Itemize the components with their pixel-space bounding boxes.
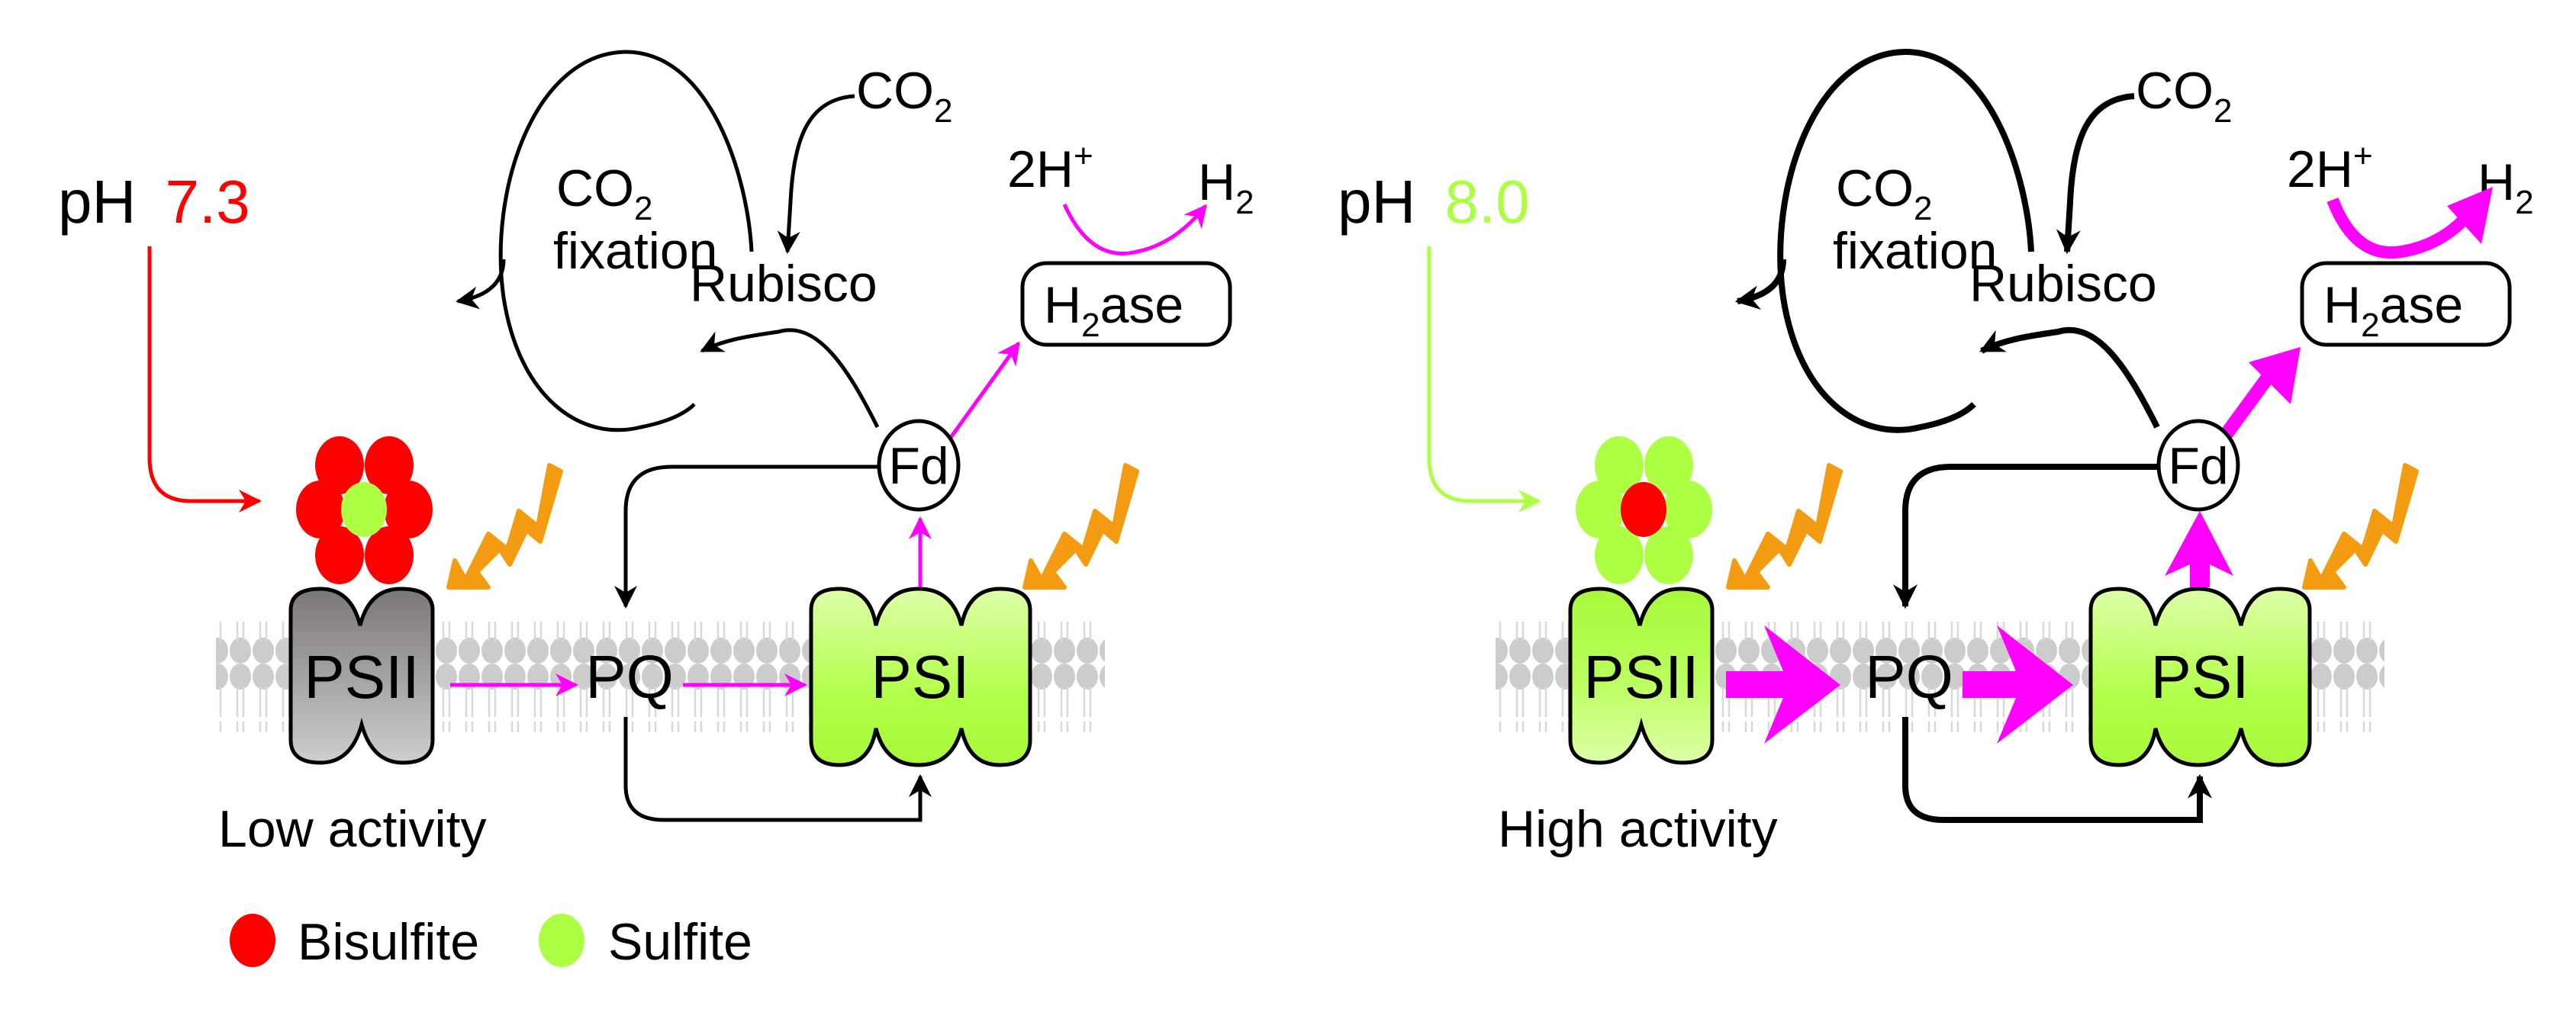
pq-to-psi-cyclic-arrow xyxy=(1902,717,2212,823)
co2-input-label: CO2 xyxy=(856,62,952,130)
fd-label: Fd xyxy=(888,437,948,495)
bisulfite-swatch xyxy=(230,914,275,967)
ph-label: pH 8.0 xyxy=(1338,168,1530,236)
light-icon xyxy=(446,463,563,590)
fixation-co2: CO2 xyxy=(1836,159,1932,227)
fd-to-h2ase-arrow xyxy=(2220,368,2278,439)
legend-item-sulfite: Sulfite xyxy=(539,913,752,971)
activity-label: High activity xyxy=(1498,800,1778,858)
fixation-label: fixation xyxy=(553,222,717,280)
proton-label: 2H+ xyxy=(1007,137,1093,198)
psi-complex xyxy=(809,587,1032,767)
h2ase-box xyxy=(2300,261,2512,347)
ph-label: pH 7.3 xyxy=(58,168,250,236)
psii-label: PSII xyxy=(1583,643,1699,711)
sulfite-swatch xyxy=(539,914,584,967)
fd-to-pq-arrow xyxy=(1893,464,2157,609)
psi-complex xyxy=(2088,587,2312,767)
fd-node xyxy=(877,419,961,512)
co2-fixation-cycle xyxy=(1777,48,2034,298)
pq-label: PQ xyxy=(585,643,674,711)
fd-to-pq-arrow xyxy=(614,464,877,609)
psi-to-fd-arrow xyxy=(2165,511,2233,587)
legend: Bisulfite Sulfite xyxy=(230,913,752,971)
psi-label: PSI xyxy=(2151,643,2249,711)
cycle-output-arrow xyxy=(456,259,506,310)
ph-prefix: pH xyxy=(1338,168,1415,236)
light-icon xyxy=(2302,463,2419,590)
bisulfite-cluster xyxy=(296,436,433,584)
fixation-label: fixation xyxy=(1833,222,1997,280)
panel-low-activity: pH 7.3 CO2 fixation CO2 Rubisco 2H+ H2 H… xyxy=(58,50,1254,858)
h2ase-box xyxy=(1020,261,1232,347)
ph-prefix: pH xyxy=(58,168,136,236)
cycle-output-arrow xyxy=(1734,259,1786,310)
h2-production-arrow xyxy=(2326,198,2471,259)
fd-to-rubisco-arrow xyxy=(1979,326,2160,429)
fd-to-h2ase-arrow xyxy=(948,341,1021,440)
co2-fixation-cycle xyxy=(498,50,754,298)
psii-complex xyxy=(288,587,435,765)
pq-to-psi-arrow xyxy=(1963,625,2073,744)
psii-label: PSII xyxy=(304,643,419,711)
activity-label: Low activity xyxy=(218,800,486,858)
legend-label: Bisulfite xyxy=(298,913,479,971)
ph-arrow xyxy=(147,246,262,513)
ph-arrow xyxy=(1427,246,1541,513)
fixation-co2: CO2 xyxy=(556,159,652,227)
proton-label: 2H+ xyxy=(2287,137,2373,198)
psii-to-pq-arrow xyxy=(1726,625,1840,744)
co2-input-arrow xyxy=(2056,93,2135,255)
legend-label: Sulfite xyxy=(608,913,752,971)
pq-label: PQ xyxy=(1865,643,1953,711)
sulfite-cluster xyxy=(1576,436,1712,584)
psi-label: PSI xyxy=(871,643,970,711)
h2-label: H2 xyxy=(1198,153,1254,221)
h2-production-arrow xyxy=(1062,203,1207,256)
legend-item-bisulfite: Bisulfite xyxy=(230,913,479,971)
fd-label: Fd xyxy=(2168,437,2228,495)
rubisco-label: Rubisco xyxy=(1969,255,2157,313)
rubisco-label: Rubisco xyxy=(690,255,877,313)
h2ase-label: H2ase xyxy=(1044,276,1183,344)
fd-node xyxy=(2156,419,2240,512)
panel-high-activity: pH 8.0 CO2 fixation CO2 Rubisco 2H+ H2 H… xyxy=(1338,48,2534,858)
ph-value: 8.0 xyxy=(1445,168,1530,236)
h2ase-label: H2ase xyxy=(2323,276,2463,344)
light-icon xyxy=(1726,463,1843,590)
co2-input-label: CO2 xyxy=(2136,62,2232,130)
fd-to-rubisco-arrow xyxy=(700,328,880,429)
ph-value: 7.3 xyxy=(166,168,250,236)
co2-input-arrow xyxy=(777,94,855,254)
light-icon xyxy=(1022,463,1139,590)
pq-to-psi-cyclic-arrow xyxy=(623,717,932,822)
psii-complex xyxy=(1568,587,1715,765)
